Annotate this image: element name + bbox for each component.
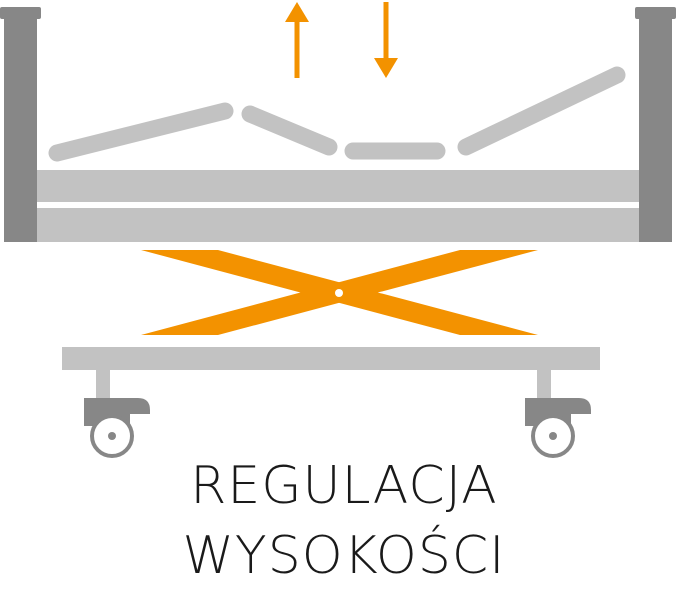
lower-frame-rail xyxy=(33,208,641,242)
bed-height-adjustment-diagram xyxy=(0,2,676,458)
arrow-down-icon xyxy=(374,2,398,78)
foot-post xyxy=(635,7,676,242)
arrow-up-icon xyxy=(285,2,309,78)
head-post xyxy=(0,7,41,242)
caption-line-2: WYSOKOŚCI xyxy=(182,526,506,586)
base-frame xyxy=(62,347,600,370)
upper-frame-rail xyxy=(33,170,641,202)
caption-line-1: REGULACJA xyxy=(190,456,498,516)
back-section xyxy=(48,102,234,162)
caster-right xyxy=(525,370,591,458)
scissor-lift xyxy=(141,250,538,335)
mattress-platform xyxy=(48,66,626,162)
seat-section xyxy=(241,105,338,156)
leg-section xyxy=(457,66,626,156)
caster-left xyxy=(84,370,150,458)
